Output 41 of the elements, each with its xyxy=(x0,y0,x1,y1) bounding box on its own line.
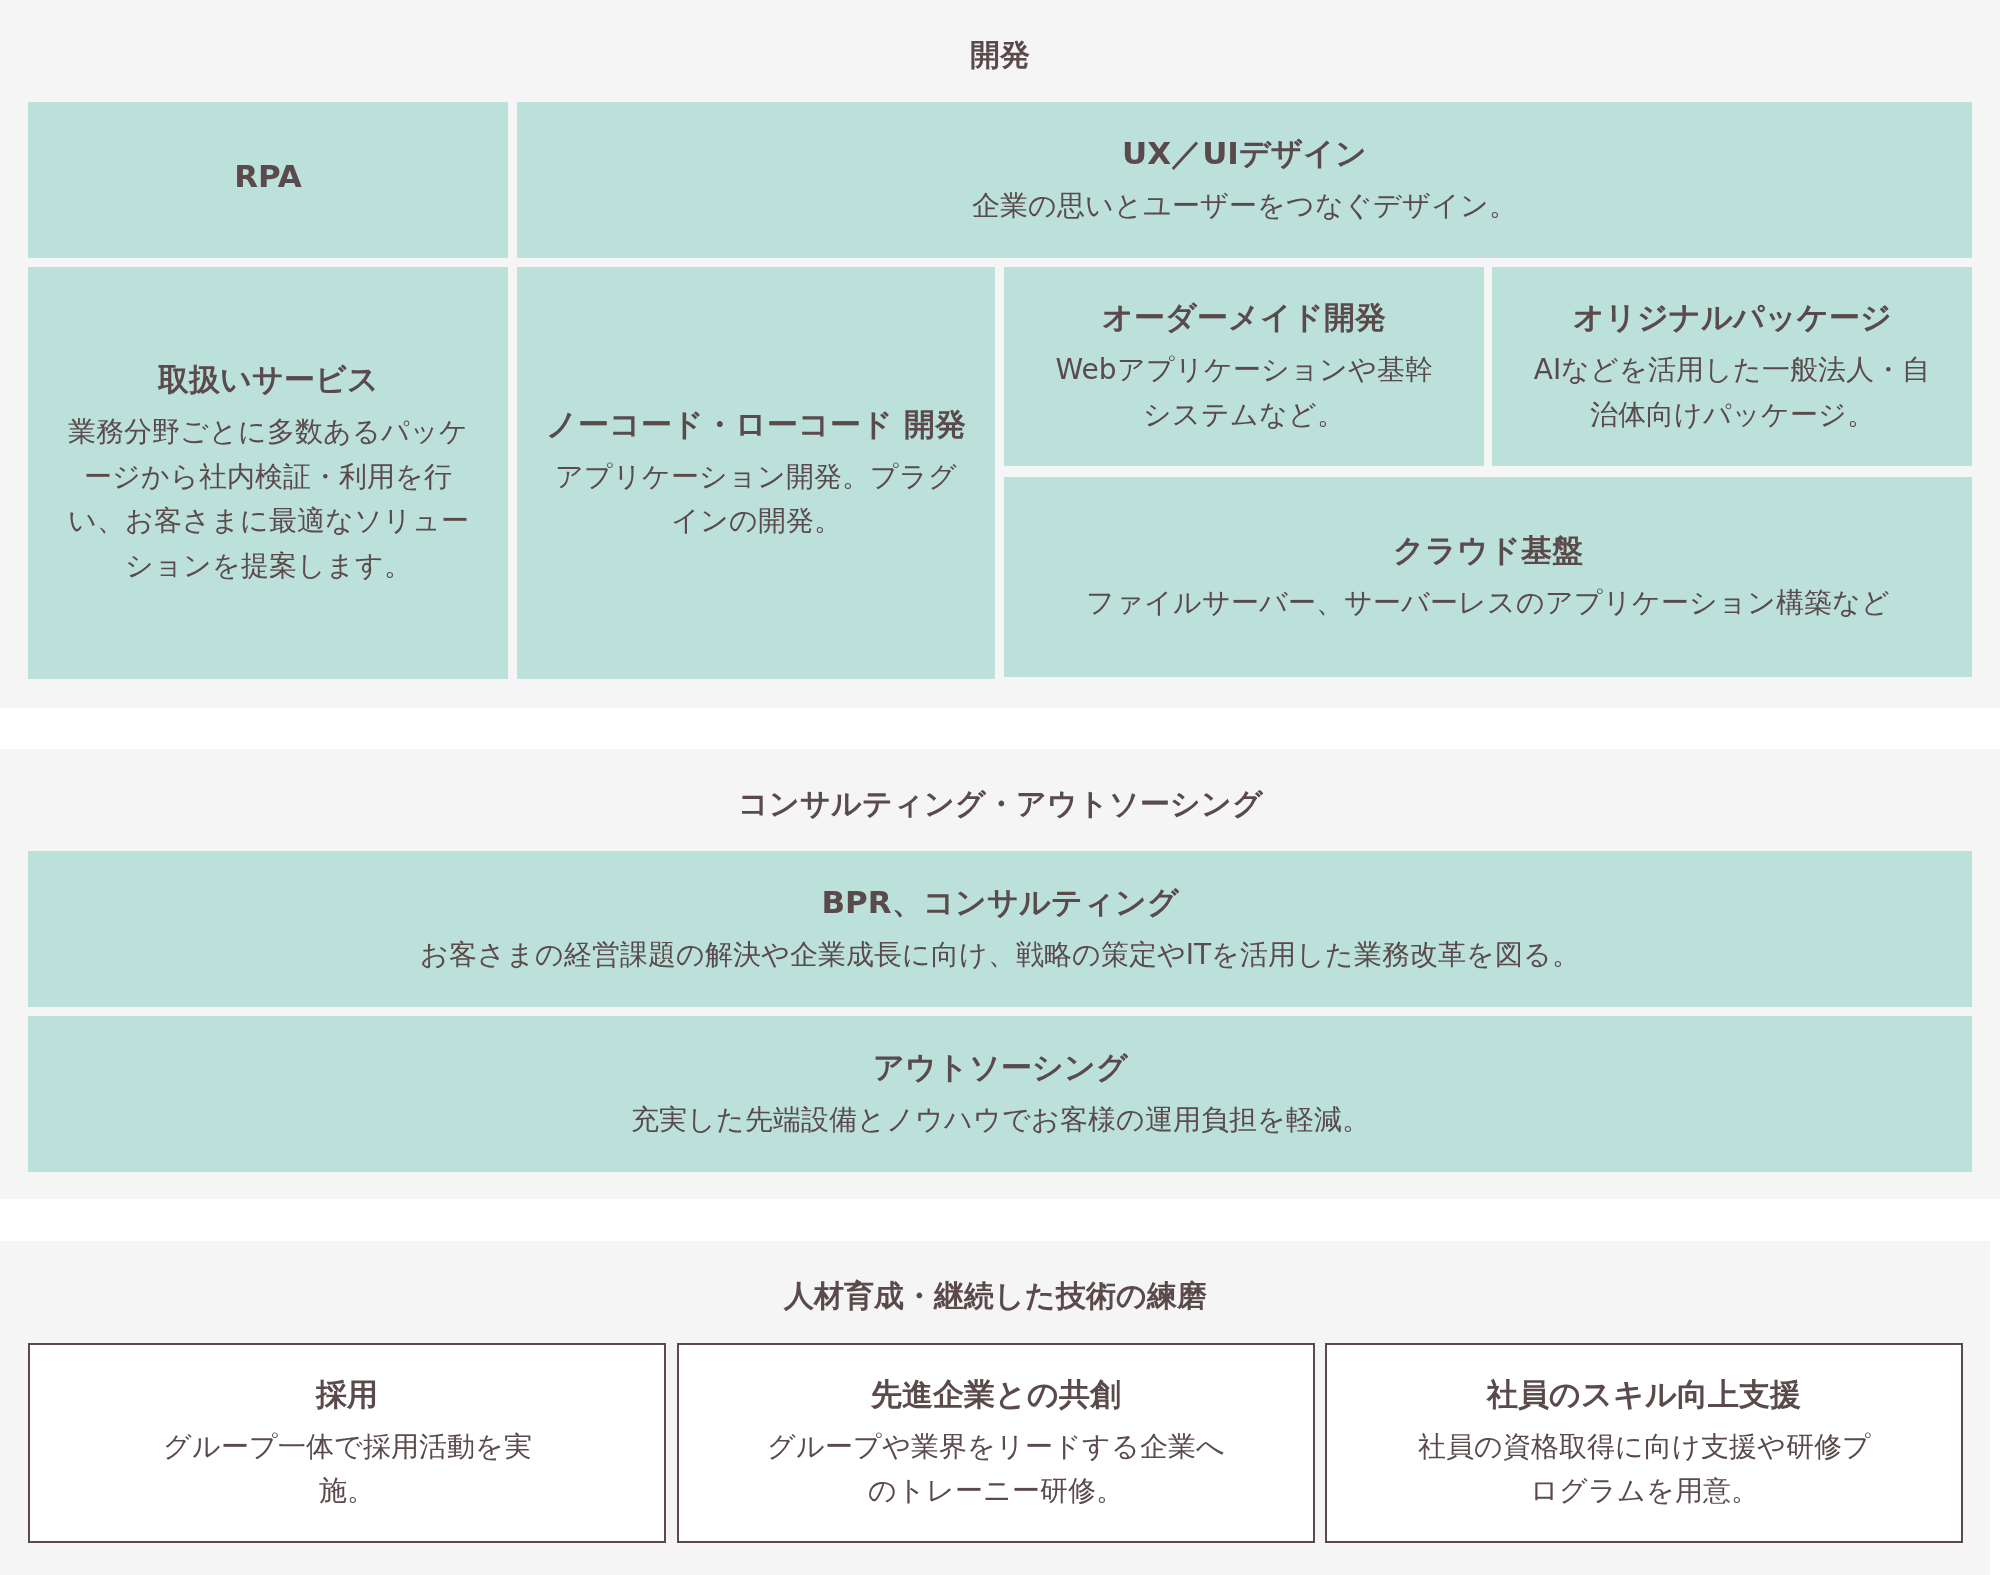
service-card xyxy=(517,267,995,679)
card-title: アウトソーシング xyxy=(872,1048,1128,1088)
card-description: グループ一体で採用活動を実施。 xyxy=(161,1428,533,1510)
card-description: アプリケーション開発。プラグインの開発。 xyxy=(554,458,958,540)
section-panel xyxy=(0,749,2000,1199)
card-description: 企業の思いとユーザーをつなぐデザイン。 xyxy=(972,188,1517,225)
service-card xyxy=(1004,267,1484,466)
section-panel xyxy=(0,0,2000,708)
card-title: BPR、コンサルティング xyxy=(821,883,1179,923)
card-title: UX／UIデザイン xyxy=(1122,134,1367,174)
card-description: AIなどを活用した一般法人・自治体向けパッケージ。 xyxy=(1532,352,1932,433)
service-card xyxy=(28,102,508,258)
card-title: クラウド基盤 xyxy=(1393,531,1583,571)
card-description: 社員の資格取得に向け支援や研修プログラムを用意。 xyxy=(1416,1428,1872,1510)
card-description: 充実した先端設備とノウハウでお客様の運用負担を軽減。 xyxy=(630,1102,1370,1139)
card-title: オリジナルパッケージ xyxy=(1572,298,1892,338)
outlined-card xyxy=(28,1343,666,1543)
service-card xyxy=(28,267,508,679)
card-description: ファイルサーバー、サーバーレスのアプリケーション構築など xyxy=(1086,585,1890,622)
service-card xyxy=(28,1016,1972,1172)
card-description: 業務分野ごとに多数あるパッケージから社内検証・利用を行い、お客さまに最適なソリューションを提案します。 xyxy=(66,413,470,585)
card-title: 採用 xyxy=(316,1374,378,1414)
section-heading: コンサルティング・アウトソーシング xyxy=(736,785,1264,823)
card-title: ノーコード・ローコード 開発 xyxy=(546,404,966,444)
card-description: グループや業界をリードする企業へのトレーニー研修。 xyxy=(766,1428,1226,1510)
outlined-card xyxy=(1325,1343,1963,1543)
card-description: Webアプリケーションや基幹システムなど。 xyxy=(1054,352,1434,433)
service-card xyxy=(1004,477,1972,677)
service-card xyxy=(1492,267,1972,466)
card-title: 社員のスキル向上支援 xyxy=(1487,1374,1801,1414)
card-title: 取扱いサービス xyxy=(157,359,379,399)
section-heading: 人材育成・継続した技術の練磨 xyxy=(782,1277,1208,1315)
card-title: 先進企業との共創 xyxy=(871,1374,1121,1414)
card-title: オーダーメイド開発 xyxy=(1102,298,1386,338)
section-panel xyxy=(0,1241,1990,1575)
section-heading: 開発 xyxy=(969,36,1031,74)
card-description: お客さまの経営課題の解決や企業成長に向け、戦略の策定やITを活用した業務改革を図る。 xyxy=(419,937,1581,974)
outlined-card xyxy=(677,1343,1315,1543)
service-card xyxy=(28,851,1972,1007)
card-title: RPA xyxy=(234,156,302,196)
service-card xyxy=(517,102,1972,258)
